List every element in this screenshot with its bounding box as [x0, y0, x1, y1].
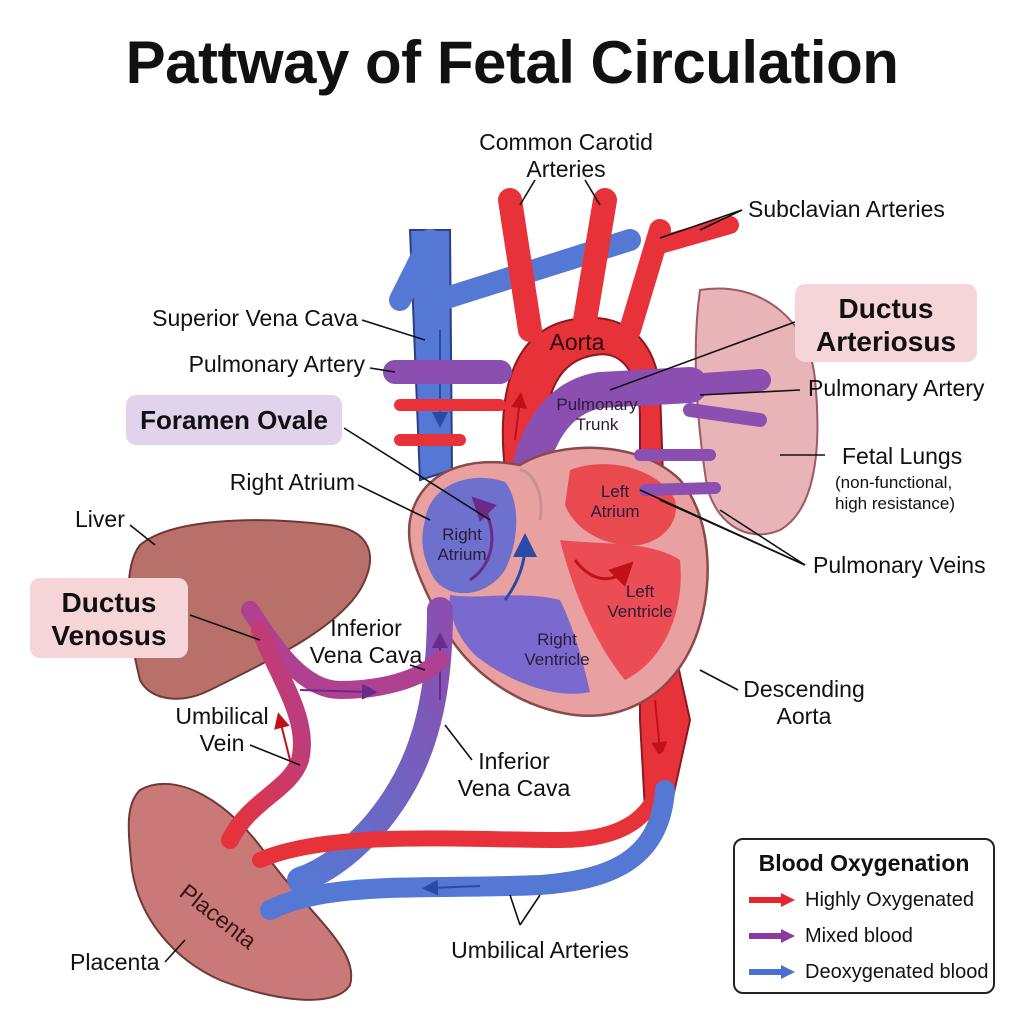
label-superior-vena-cava: Superior Vena Cava [152, 305, 358, 331]
label-right-atrium-inner: Right [442, 525, 482, 544]
label-pulmonary-veins: Pulmonary Veins [813, 552, 986, 578]
legend-label: Deoxygenated blood [805, 960, 989, 983]
label-ivc-upper: Inferior [330, 615, 402, 641]
label-right-atrium-inner-2: Atrium [437, 545, 486, 564]
highlight-ductus-venosus [30, 578, 188, 658]
legend: Blood Oxygenation Highly Oxygenated Mixe… [733, 838, 995, 994]
highlight-ductus-arteriosus [795, 284, 977, 362]
label-pulmonary-artery-right: Pulmonary Artery [808, 375, 985, 401]
legend-label: Highly Oxygenated [805, 888, 974, 911]
label-right-atrium-outer: Right Atrium [230, 469, 355, 495]
label-fetal-lungs: Fetal Lungs [842, 443, 962, 469]
label-right-ventricle-2: Ventricle [524, 650, 589, 669]
label-left-atrium-2: Atrium [590, 502, 639, 521]
label-aorta: Aorta [550, 329, 605, 355]
label-pulmonary-trunk-2: Trunk [576, 415, 619, 434]
red-arrow-icon [749, 893, 795, 907]
umbilical-vein [221, 621, 311, 849]
label-left-atrium: Left [601, 482, 630, 501]
label-fetal-lungs-note: (non-functional, [835, 473, 952, 492]
label-subclavian: Subclavian Arteries [748, 196, 945, 222]
legend-label: Mixed blood [805, 924, 913, 947]
umbilical-artery-blue [260, 780, 675, 920]
label-common-carotid: Common Carotid [479, 129, 653, 155]
label-left-ventricle: Left [626, 582, 655, 601]
label-ductus-venosus: Ductus [62, 587, 157, 618]
label-descending-aorta: Descending [743, 676, 864, 702]
diagram-title: Pattway of Fetal Circulation [125, 29, 899, 96]
label-common-carotid-2: Arteries [526, 156, 605, 182]
label-ivc-lower: Inferior [478, 748, 550, 774]
legend-item-deoxygenated: Deoxygenated blood [747, 958, 988, 986]
label-umbilical-vein: Umbilical [175, 703, 268, 729]
label-ductus-arteriosus: Ductus [839, 293, 934, 324]
label-foramen-ovale: Foramen Ovale [140, 405, 328, 435]
label-ivc-upper-2: Vena Cava [310, 642, 423, 668]
label-left-ventricle-2: Ventricle [607, 602, 672, 621]
label-pulmonary-artery-left: Pulmonary Artery [189, 351, 366, 377]
label-umbilical-arteries: Umbilical Arteries [451, 937, 629, 963]
label-placenta-outer: Placenta [70, 949, 160, 975]
label-liver: Liver [75, 506, 125, 532]
label-pulmonary-trunk: Pulmonary [556, 395, 638, 414]
label-ductus-venosus-2: Venosus [51, 620, 166, 651]
umbilical-artery-red [252, 752, 673, 868]
highlight-foramen-ovale [126, 395, 342, 445]
purple-arrow-icon [749, 929, 795, 943]
legend-title: Blood Oxygenation [758, 850, 970, 876]
label-fetal-lungs-note-2: high resistance) [835, 494, 955, 513]
blue-arrow-icon [749, 965, 795, 979]
label-ivc-lower-2: Vena Cava [458, 775, 571, 801]
label-umbilical-vein-2: Vein [200, 730, 245, 756]
right-ventricle-chamber [449, 595, 590, 694]
legend-item-mixed: Mixed blood [747, 922, 913, 950]
label-descending-aorta-2: Aorta [777, 703, 832, 729]
label-right-ventricle: Right [537, 630, 577, 649]
legend-item-oxygenated: Highly Oxygenated [747, 886, 974, 914]
label-ductus-arteriosus-2: Arteriosus [816, 326, 956, 357]
